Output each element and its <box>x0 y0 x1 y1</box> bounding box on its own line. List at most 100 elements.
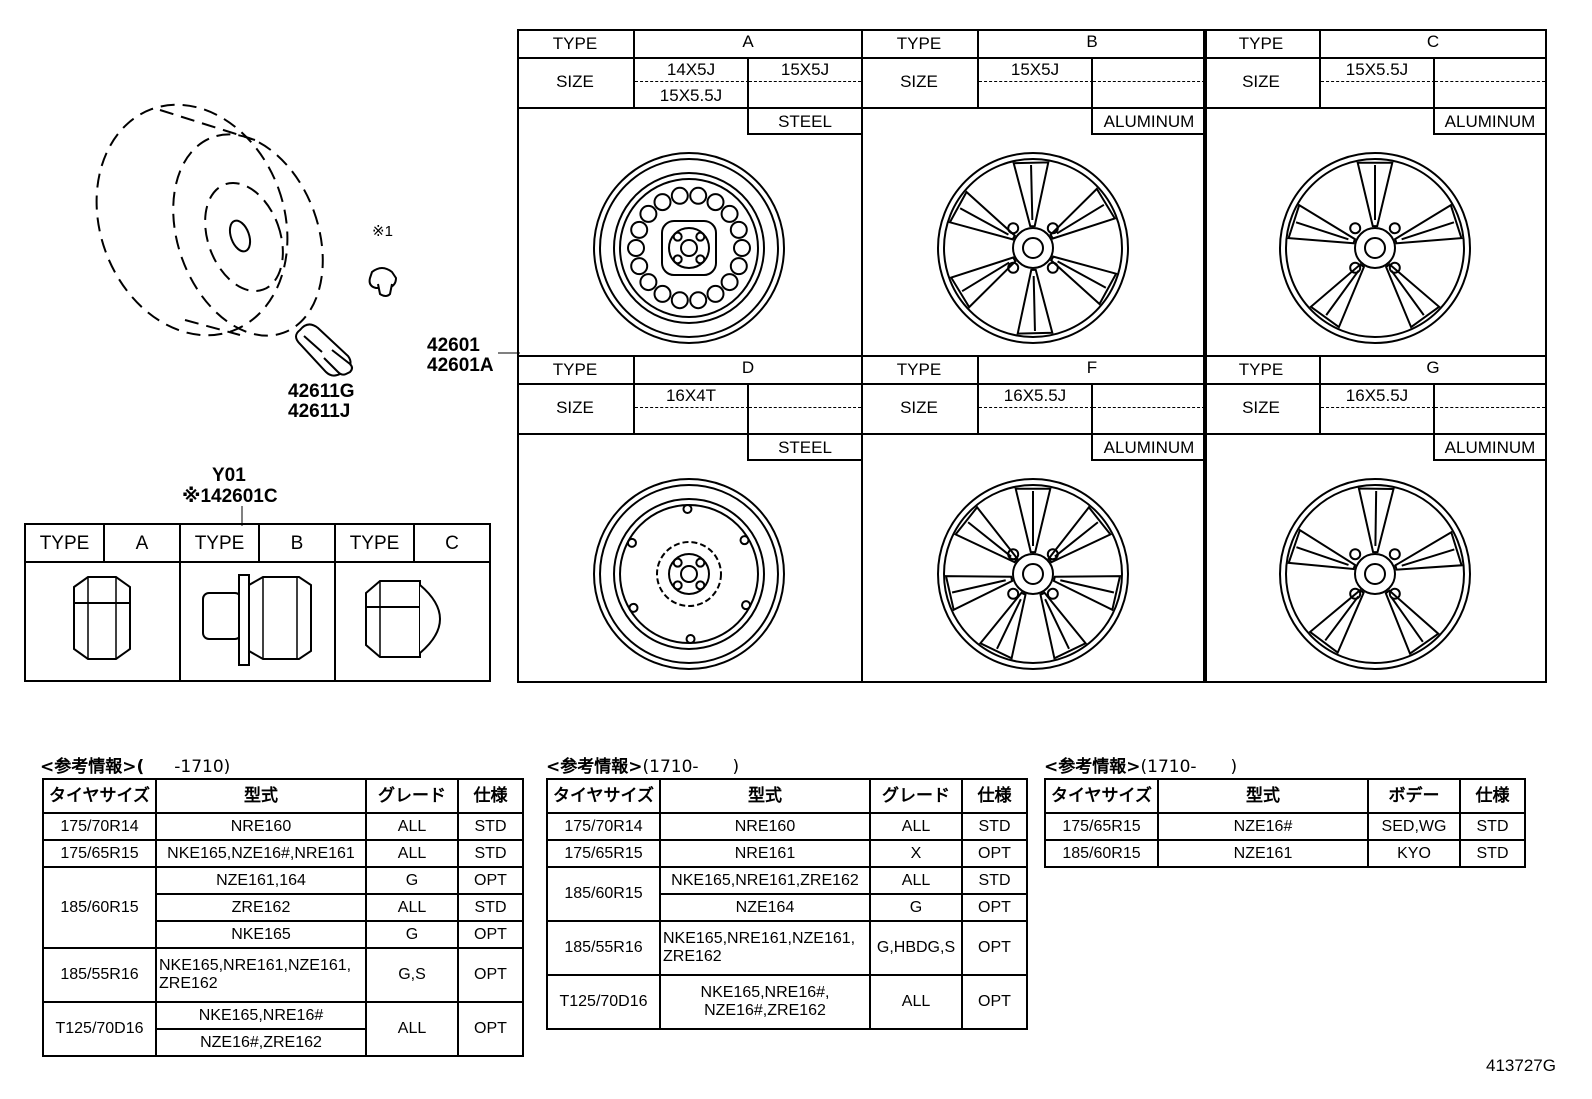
nut-type-value: B <box>290 533 304 554</box>
table-cell: OPT <box>457 1001 524 1057</box>
col-header: タイヤサイズ <box>546 778 661 814</box>
wheel-material: ALUMINUM <box>1103 112 1195 131</box>
col-header: タイヤサイズ <box>42 778 157 814</box>
wheel-drawing-b <box>937 152 1129 344</box>
rim-outer <box>1279 478 1471 670</box>
rim-outer <box>937 152 1129 344</box>
size-slot <box>635 82 749 109</box>
size-slot <box>635 57 749 82</box>
wheel-drawing-a <box>593 152 785 344</box>
size-slot <box>1093 383 1205 408</box>
size-label: SIZE <box>556 398 594 417</box>
lug-nut <box>1349 261 1362 274</box>
material-cell <box>747 433 861 461</box>
table-cell: STD <box>457 812 524 841</box>
lug-nut <box>1046 222 1059 235</box>
disc-ring <box>613 498 765 650</box>
table-cell: STD <box>457 893 524 922</box>
table-cell: STD <box>1459 839 1526 868</box>
table-cell: NKE165,NZE16#,NRE161 <box>155 839 367 868</box>
type-label: TYPE <box>552 360 598 379</box>
center-bore <box>1364 237 1386 259</box>
lug-nut <box>1388 548 1401 561</box>
table-cell: 175/70R14 <box>42 812 157 841</box>
disc-ring <box>619 504 759 644</box>
type-label: TYPE <box>896 34 942 53</box>
table-cell: SED,WG <box>1367 812 1461 841</box>
spoke-edge <box>951 579 1006 594</box>
ref3-title: <参考情報>(1710- ) <box>1044 757 1238 777</box>
size-slot <box>1093 82 1205 109</box>
vent-hole <box>639 273 658 292</box>
spoke-edge <box>1401 548 1455 567</box>
hub-ring <box>668 553 710 595</box>
size-slot <box>635 408 749 435</box>
size-label: SIZE <box>1242 72 1280 91</box>
table-cell: NZE161 <box>1157 839 1369 868</box>
wheel-part-number-2: 42601A <box>427 355 494 376</box>
valve-part-number-2: 42611J <box>288 401 351 422</box>
lug-nut <box>1349 222 1362 235</box>
nut-type-label: TYPE <box>349 533 400 554</box>
table-cell: 175/70R14 <box>546 812 661 841</box>
center-bore <box>1364 563 1386 585</box>
size-slot <box>979 82 1093 109</box>
disc-ring <box>613 172 765 324</box>
type-label-cell <box>519 357 635 385</box>
wheel-size: 15X5.5J <box>1345 60 1409 79</box>
spoke-edge <box>961 261 1010 293</box>
table-cell: NKE165,NRE16#,NZE16#,ZRE162 <box>659 974 871 1030</box>
col-header: グレード <box>365 778 459 814</box>
vent-hole <box>670 291 689 310</box>
table-cell: STD <box>961 866 1028 895</box>
table-cell: G <box>365 866 459 895</box>
nut-header-code: Y01 <box>212 465 246 486</box>
col-header: 仕様 <box>1459 778 1526 814</box>
type-label: TYPE <box>896 360 942 379</box>
vent-hole <box>706 284 725 303</box>
table-cell: NKE165,NRE161,NZE161,ZRE162 <box>659 920 871 976</box>
table-cell: X <box>869 839 963 868</box>
vent-hole <box>729 220 748 239</box>
col-header: ボデー <box>1367 778 1461 814</box>
spoke <box>1047 505 1112 564</box>
vent-hole <box>626 537 637 548</box>
size-slot <box>1435 82 1545 109</box>
size-label: SIZE <box>1242 398 1280 417</box>
table-cell: NKE165,NRE16# <box>155 1001 367 1030</box>
col-header: 型式 <box>659 778 871 814</box>
material-cell <box>1433 107 1545 135</box>
lug-nut-icon-c <box>365 580 441 658</box>
table-cell: ALL <box>365 1001 459 1057</box>
lug-nut <box>1388 222 1401 235</box>
lug-nut <box>1046 261 1059 274</box>
material-cell <box>747 107 861 135</box>
lug-nut-icon-a <box>73 576 131 660</box>
table-cell: 185/55R16 <box>546 920 661 976</box>
table-cell: OPT <box>457 866 524 895</box>
type-label: TYPE <box>1238 34 1284 53</box>
hub-ring <box>1012 227 1054 269</box>
table-cell: NRE160 <box>659 812 871 841</box>
lug-nut <box>1046 587 1059 600</box>
size-label: SIZE <box>900 398 938 417</box>
spoke <box>1039 591 1088 660</box>
table-cell: 175/65R15 <box>42 839 157 868</box>
spoke-edge <box>967 521 1012 558</box>
size-slot <box>1435 383 1545 408</box>
vent-hole <box>689 186 708 205</box>
table-cell: G,HBDG,S <box>869 920 963 976</box>
valve-part-number-1: 42611G <box>288 381 355 402</box>
table-cell: ALL <box>365 893 459 922</box>
table-cell: T125/70D16 <box>42 1001 157 1057</box>
type-value: C <box>1426 32 1440 51</box>
col-header: 型式 <box>155 778 367 814</box>
wheel-material: ALUMINUM <box>1103 438 1195 457</box>
center-bore <box>680 565 698 583</box>
spoke <box>978 591 1027 660</box>
nut-type-value: A <box>135 533 149 554</box>
lug-hole <box>695 254 706 265</box>
